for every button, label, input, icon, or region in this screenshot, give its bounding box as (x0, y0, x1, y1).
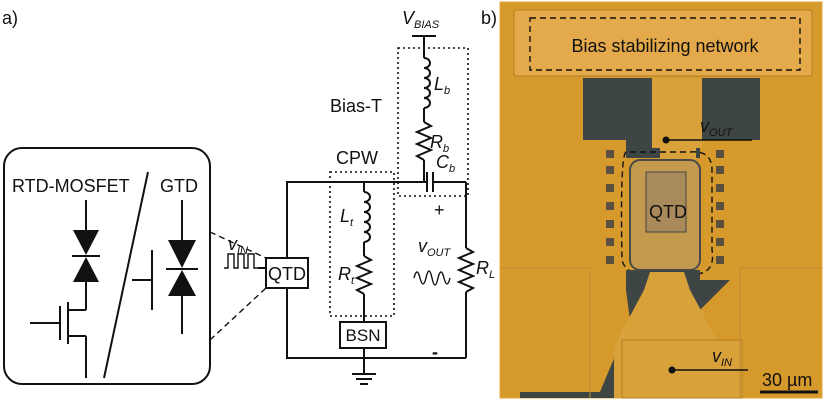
inductor-lt (363, 191, 371, 243)
panel-b-micrograph: b) Bias stabilizing network QTD (481, 1, 823, 399)
inductor-lb (423, 57, 431, 109)
vin-pad (621, 339, 743, 399)
rtd-mosfet-symbol (30, 200, 100, 378)
rl-label: RL (476, 258, 495, 281)
resistor-rt (354, 255, 374, 295)
qtd-label: QTD (268, 264, 306, 284)
rt-label: Rt (338, 264, 355, 287)
device-inset-box (3, 147, 211, 385)
vout-label: vOUT (418, 236, 452, 259)
cpw-label: CPW (336, 148, 378, 168)
vout-waveform (413, 270, 451, 286)
bias-t-box (397, 47, 469, 197)
bsn-label: BSN (346, 326, 381, 345)
bias-network-pad (513, 9, 813, 77)
scale-bar-label: 30 µm (762, 370, 812, 390)
cpw-box (329, 171, 395, 317)
bsn-box (339, 321, 387, 349)
top-rail (286, 181, 466, 258)
panel-b-label: b) (481, 8, 497, 28)
qtd-gate (645, 171, 687, 233)
vin-micrograph-label: vIN (712, 346, 732, 369)
pulse-train (224, 253, 258, 269)
ground-symbol (352, 373, 376, 385)
upper-signal-stub (660, 148, 696, 162)
bias-t-label: Bias-T (330, 96, 382, 116)
via-array (606, 150, 724, 264)
resistor-rb (414, 121, 434, 161)
upper-signal-line (652, 78, 702, 148)
plus-sign: + (434, 200, 445, 220)
load-resistor-rl (456, 247, 476, 293)
panel-a-label: a) (2, 8, 18, 28)
vout-micrograph-label: vOUT (700, 116, 734, 139)
vin-source: vIN (224, 234, 266, 269)
qtd-micrograph-label: QTD (649, 202, 687, 222)
lb-label: Lb (434, 74, 450, 97)
vin-label: vIN (228, 234, 248, 257)
cb-label: Cb (436, 152, 455, 175)
inset-label-rtd-mosfet: RTD-MOSFET (12, 176, 130, 196)
inset-label-gtd: GTD (160, 176, 198, 196)
zoom-line-top (209, 231, 267, 259)
minus-sign: - (432, 342, 438, 362)
rb-label: Rb (430, 132, 449, 155)
panel-a-schematic: a) RTD-MOSFET GTD (2, 8, 495, 385)
vbias-label: VBIAS (402, 8, 440, 31)
inset-divider (103, 171, 149, 379)
gtd-symbol (132, 200, 198, 334)
lt-label: Lt (340, 206, 354, 229)
bias-network-outline (529, 17, 801, 71)
zoom-line-bottom (209, 287, 267, 341)
bias-network-label: Bias stabilizing network (571, 36, 759, 56)
bottom-rail (286, 288, 466, 359)
